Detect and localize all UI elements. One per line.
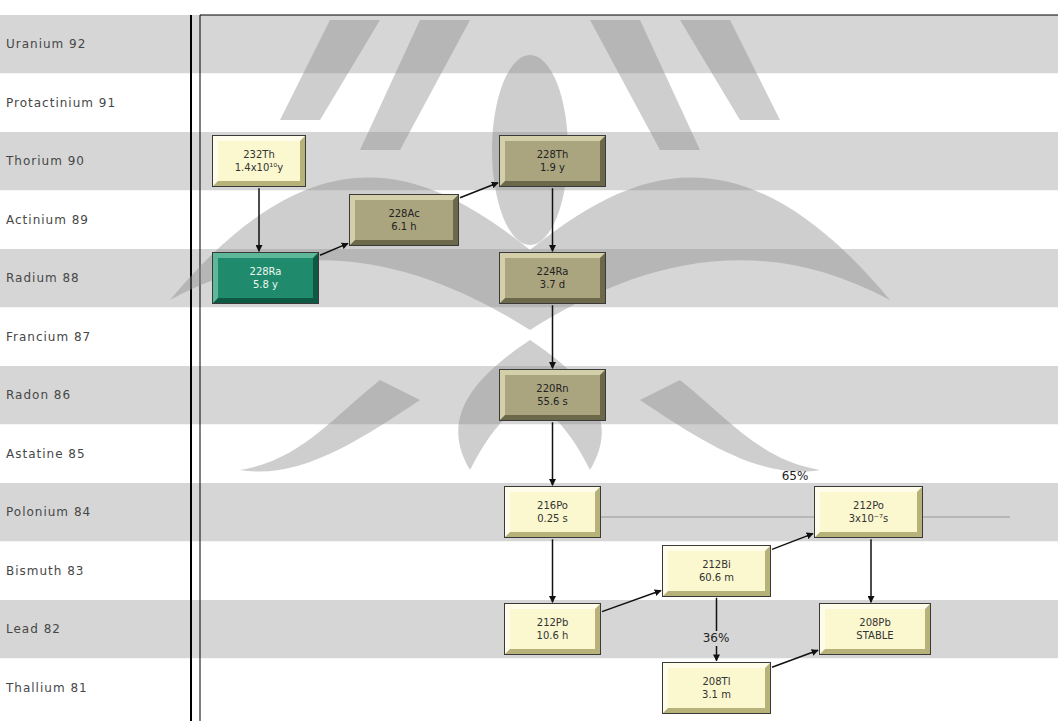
row-band [0,483,1058,542]
branch-percent: 65% [779,469,812,484]
half-life: 60.6 m [699,571,734,584]
decay-arrow [870,539,872,602]
half-life: 5.8 y [253,278,278,291]
half-life: STABLE [856,629,893,642]
decay-arrow [552,188,554,251]
watermark-shape [590,20,700,150]
row-band [0,249,1058,308]
row-band [0,542,1058,601]
decay-arrow [772,650,818,667]
nuclide-box: 212Pb10.6 h [505,604,600,654]
watermark-shape [680,20,780,120]
element-row-label: Actinium 89 [6,213,89,227]
nuclide-symbol: 228Th [537,148,569,161]
element-row-label: Francium 87 [6,330,91,344]
decay-arrow [716,598,718,661]
nuclide-symbol: 212Pb [537,616,568,629]
watermark-shape [590,516,1010,518]
nuclide-symbol: 232Th [243,148,275,161]
decay-arrow [602,591,661,612]
nuclide-symbol: 228Ac [388,207,419,220]
decay-arrow [772,534,813,550]
element-row-label: Astatine 85 [6,447,86,461]
decay-arrow [460,183,498,198]
element-row-label: Uranium 92 [6,37,86,51]
nuclide-box: 208Tl3.1 m [663,663,770,713]
nuclide-box: 224Ra3.7 d [500,253,605,303]
row-band [0,425,1058,484]
nuclide-symbol: 208Tl [703,675,731,688]
table-top-line [200,15,1058,16]
nuclide-box: 216Po0.25 s [505,487,600,537]
element-row-label: Lead 82 [6,622,61,636]
element-row-label: Bismuth 83 [6,564,85,578]
row-band [0,600,1058,659]
watermark-shape [240,380,420,472]
branch-percent: 36% [700,631,733,646]
row-band [0,132,1058,191]
decay-arrow [320,243,348,255]
watermark-shape [360,20,470,150]
element-row-label: Polonium 84 [6,505,91,519]
nuclide-symbol: 228Ra [250,265,282,278]
nuclide-symbol: 224Ra [537,265,569,278]
nuclide-box: 232Th1.4x10¹⁰y [213,136,305,186]
element-row-label: Radium 88 [6,271,80,285]
half-life: 55.6 s [537,395,568,408]
nuclide-box: 212Po3x10⁻⁷s [815,487,922,537]
column-divider [200,15,201,721]
watermark-shape [640,380,820,472]
half-life: 1.4x10¹⁰y [235,161,283,174]
watermark-shape [280,20,380,120]
nuclide-box: 212Bi60.6 m [663,546,770,596]
row-band [0,659,1058,721]
nuclide-box: 228Th1.9 y [500,136,605,186]
nuclide-symbol: 208Pb [859,616,890,629]
element-row-label: Radon 86 [6,388,71,402]
element-row-label: Protactinium 91 [6,96,116,110]
watermark-shape [170,178,530,331]
nuclide-symbol: 212Po [853,499,884,512]
decay-arrow [552,539,554,602]
nuclide-symbol: 220Rn [536,382,568,395]
nuclide-box: 220Rn55.6 s [500,370,605,420]
nuclide-box: 228Ac6.1 h [350,195,458,245]
nuclide-symbol: 212Bi [702,558,731,571]
half-life: 6.1 h [391,220,416,233]
decay-arrow [552,422,554,485]
nuclide-symbol: 216Po [537,499,568,512]
half-life: 3.1 m [702,688,731,701]
decay-arrow [552,305,554,368]
element-row-label: Thallium 81 [6,681,88,695]
half-life: 3.7 d [540,278,565,291]
nuclide-box: 208PbSTABLE [820,604,930,654]
half-life: 1.9 y [540,161,565,174]
decay-arrow [258,188,260,251]
element-row-label: Thorium 90 [6,154,85,168]
half-life: 0.25 s [537,512,568,525]
row-band [0,366,1058,425]
column-divider [190,15,192,721]
half-life: 10.6 h [537,629,569,642]
nuclide-box: 228Ra5.8 y [213,253,318,303]
watermark-emblem [170,20,1010,518]
half-life: 3x10⁻⁷s [849,512,889,525]
